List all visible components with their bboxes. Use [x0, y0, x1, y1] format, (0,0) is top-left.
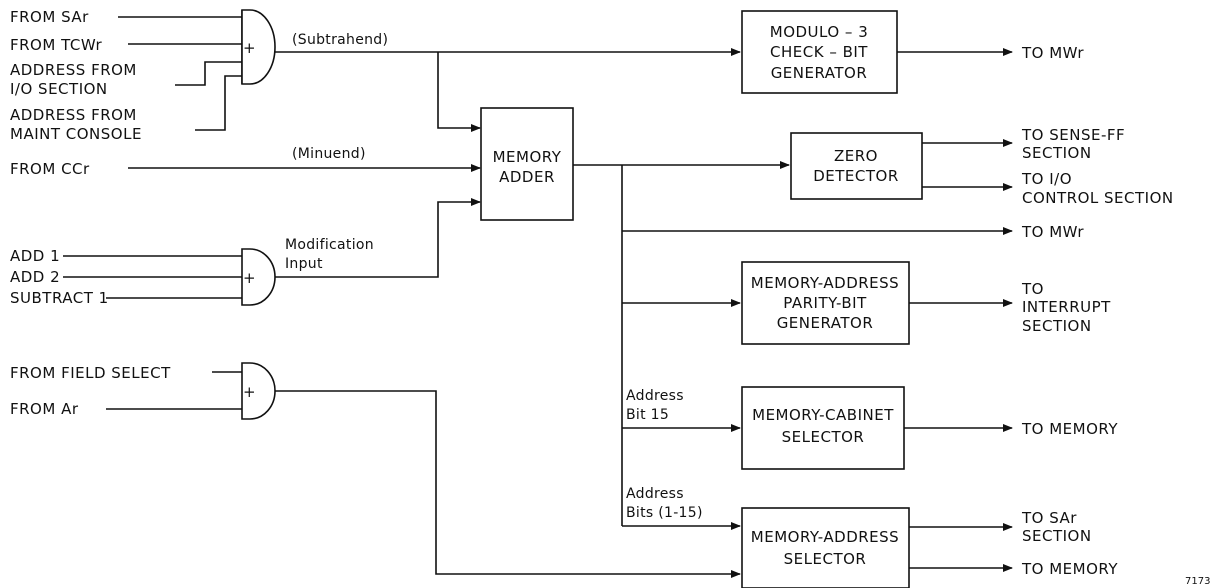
output-to-interrupt-line1: TO	[1021, 280, 1044, 298]
svg-text:MEMORY: MEMORY	[493, 148, 562, 166]
output-to-interrupt-line2: INTERRUPT	[1022, 298, 1111, 316]
input-from-field-select: FROM FIELD SELECT	[10, 364, 171, 382]
svg-text:GENERATOR: GENERATOR	[771, 64, 868, 82]
input-from-ccr: FROM CCr	[10, 160, 90, 178]
zero-detector-block: ZERO DETECTOR	[790, 132, 923, 200]
output-to-sar-line2: SECTION	[1022, 527, 1092, 545]
output-to-interrupt-line3: SECTION	[1022, 317, 1092, 335]
memory-cabinet-selector-block: MEMORY-CABINET SELECTOR	[741, 386, 905, 470]
or-gate-3	[241, 362, 276, 420]
svg-text:ADDER: ADDER	[499, 168, 555, 186]
output-to-sense-ff-line1: TO SENSE-FF	[1021, 126, 1125, 144]
field-select-line	[275, 390, 741, 578]
output-to-io-line1: TO I/O	[1021, 170, 1072, 188]
address-bit15-label-line1: Address	[626, 388, 684, 404]
svg-text:GENERATOR: GENERATOR	[777, 314, 874, 332]
input-add-2: ADD 2	[10, 268, 60, 286]
output-arrows	[897, 48, 1013, 572]
output-to-io-line2: CONTROL SECTION	[1022, 189, 1174, 207]
modulo3-check-bit-generator-block: MODULO – 3 CHECK – BIT GENERATOR	[741, 10, 898, 94]
svg-text:ZERO: ZERO	[834, 147, 878, 165]
modification-label-line2: Input	[285, 256, 323, 272]
figure-number: 7173	[1185, 576, 1210, 587]
memory-adder-block: MEMORY ADDER	[480, 107, 574, 221]
svg-text:PARITY-BIT: PARITY-BIT	[783, 294, 867, 312]
address-bits-label-line2: Bits (1-15)	[626, 505, 703, 521]
or-gate-3-symbol: +	[243, 383, 256, 401]
input-address-from-io-line2: I/O SECTION	[10, 80, 108, 98]
svg-text:SELECTOR: SELECTOR	[784, 550, 867, 568]
output-to-mwr-2: TO MWr	[1021, 223, 1084, 241]
output-to-sense-ff-line2: SECTION	[1022, 144, 1092, 162]
svg-text:MEMORY-CABINET: MEMORY-CABINET	[752, 406, 894, 424]
input-add-1: ADD 1	[10, 247, 60, 265]
svg-text:MEMORY-ADDRESS: MEMORY-ADDRESS	[751, 274, 899, 292]
svg-text:SELECTOR: SELECTOR	[782, 428, 865, 446]
subtrahend-bus	[275, 48, 741, 132]
or-gate-2	[241, 248, 276, 306]
output-to-memory-1: TO MEMORY	[1021, 420, 1118, 438]
or-gate-1	[241, 9, 276, 85]
input-address-from-maint-line2: MAINT CONSOLE	[10, 125, 142, 143]
svg-text:CHECK – BIT: CHECK – BIT	[770, 43, 868, 61]
svg-text:DETECTOR: DETECTOR	[813, 167, 899, 185]
input-from-sar: FROM SAr	[10, 8, 89, 26]
address-bit15-label-line2: Bit 15	[626, 407, 669, 423]
input-address-from-io-line1: ADDRESS FROM	[10, 61, 137, 79]
subtrahend-label: (Subtrahend)	[292, 32, 388, 48]
memory-address-parity-bit-generator-block: MEMORY-ADDRESS PARITY-BIT GENERATOR	[741, 261, 910, 345]
output-to-mwr-1: TO MWr	[1021, 44, 1084, 62]
input-from-tcwr: FROM TCWr	[10, 36, 102, 54]
svg-text:MODULO – 3: MODULO – 3	[770, 23, 869, 41]
input-from-ar: FROM Ar	[10, 400, 79, 418]
memory-address-selector-block: MEMORY-ADDRESS SELECTOR	[741, 507, 910, 588]
address-bits-label-line1: Address	[626, 486, 684, 502]
or-gate-2-symbol: +	[243, 269, 256, 287]
modification-input-line	[275, 198, 481, 278]
svg-text:MEMORY-ADDRESS: MEMORY-ADDRESS	[751, 528, 899, 546]
output-to-memory-2: TO MEMORY	[1021, 560, 1118, 578]
adder-output-bus	[573, 161, 1013, 530]
output-to-sar-line1: TO SAr	[1021, 509, 1077, 527]
input-address-from-maint-line1: ADDRESS FROM	[10, 106, 137, 124]
modification-label-line1: Modification	[285, 237, 374, 253]
gate2-input-lines	[63, 255, 242, 299]
input-subtract-1: SUBTRACT 1	[10, 289, 109, 307]
or-gate-1-symbol: +	[243, 39, 256, 57]
minuend-label: (Minuend)	[292, 146, 366, 162]
gate3-input-lines	[106, 371, 242, 410]
